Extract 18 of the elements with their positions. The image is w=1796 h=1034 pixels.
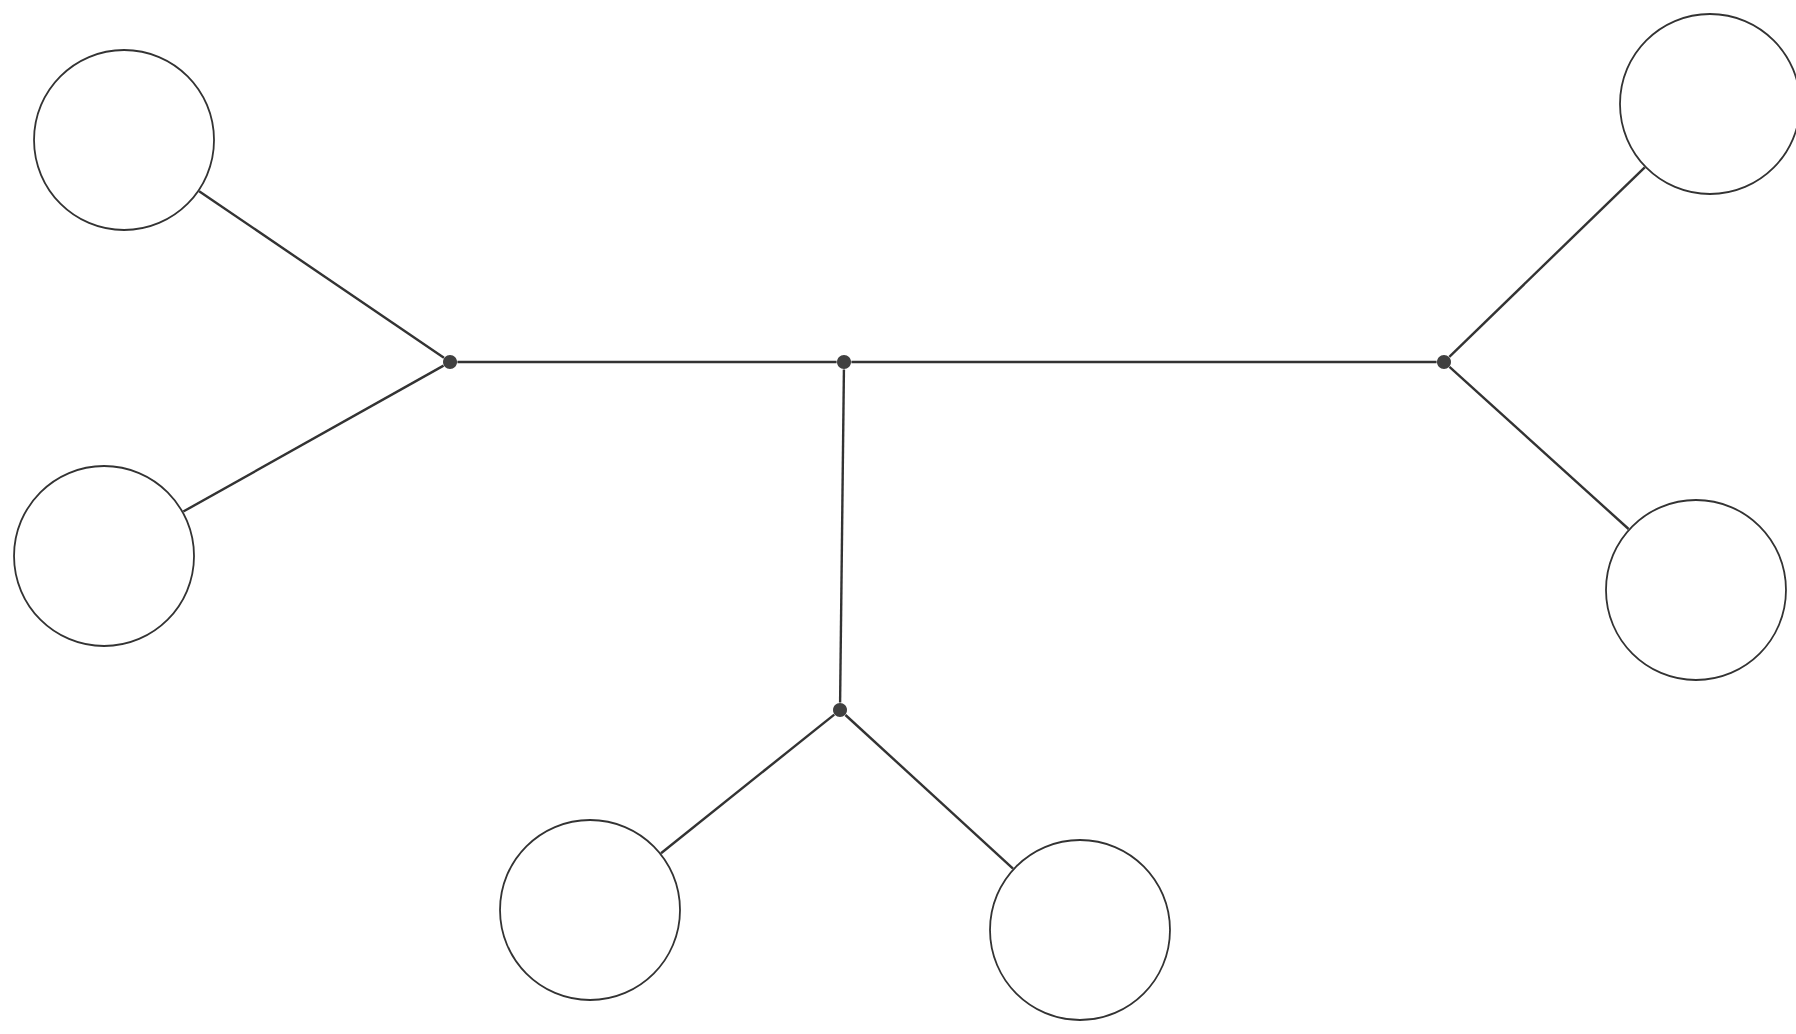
connector-line <box>1448 166 1646 358</box>
connector-line <box>844 714 1014 870</box>
junction-dot <box>443 355 457 369</box>
junction-dot <box>833 703 847 717</box>
circle-node <box>989 839 1171 1021</box>
connector-line <box>182 364 445 513</box>
connector-line <box>1448 366 1630 530</box>
circle-node <box>13 465 195 647</box>
connector-line <box>851 360 1437 364</box>
junction-dot <box>1437 355 1451 369</box>
connector-line <box>198 190 445 359</box>
connector-line <box>660 713 835 855</box>
junction-dot <box>837 355 851 369</box>
connector-line <box>838 369 846 703</box>
circle-node <box>33 49 215 231</box>
connector-line <box>457 360 837 364</box>
circle-node <box>1605 499 1787 681</box>
circle-node <box>499 819 681 1001</box>
